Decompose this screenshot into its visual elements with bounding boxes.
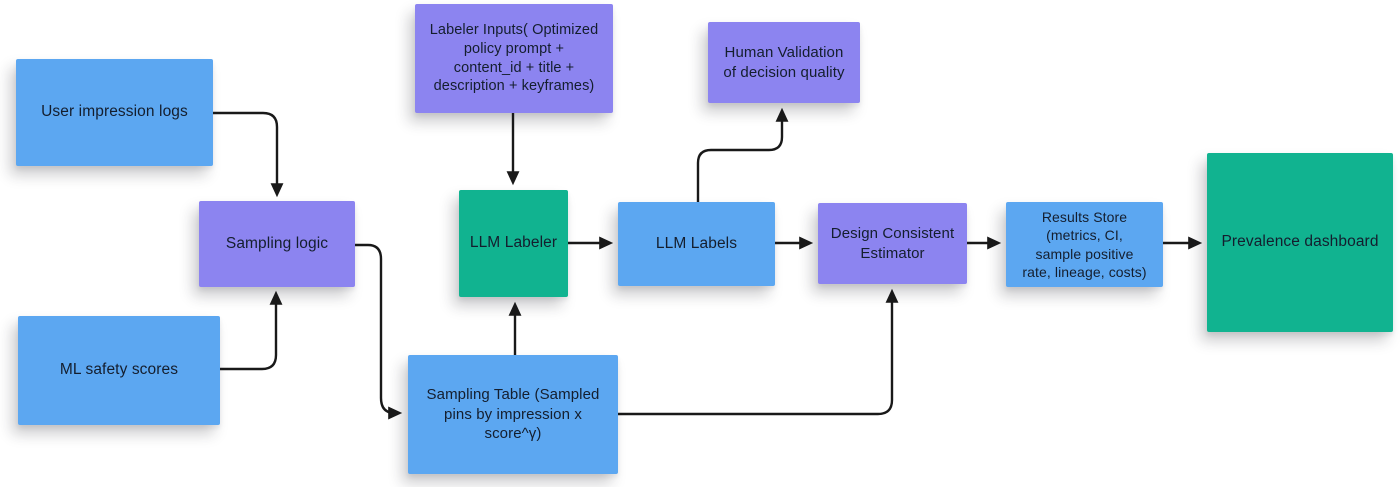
- edge-ml-safety-scores-to-sampling-logic: [218, 290, 283, 371]
- node-label: Labeler Inputs( Optimized policy prompt …: [429, 21, 599, 95]
- node-ml-safety-scores[interactable]: ML safety scores: [18, 316, 220, 425]
- node-label: LLM Labeler: [469, 234, 558, 252]
- node-design-consistent-estimator[interactable]: Design Consistent Estimator: [818, 203, 967, 284]
- node-label: LLM Labels: [655, 234, 738, 252]
- node-label: Prevalence dashboard: [1221, 233, 1379, 251]
- node-llm-labels[interactable]: LLM Labels: [618, 202, 775, 286]
- node-prevalence-dashboard[interactable]: Prevalence dashboard: [1207, 153, 1393, 332]
- edge-llm-labels-to-human-validation: [696, 107, 789, 204]
- node-label: User impression logs: [41, 103, 188, 121]
- node-labeler-inputs[interactable]: Labeler Inputs( Optimized policy prompt …: [415, 4, 613, 113]
- node-llm-labeler[interactable]: LLM Labeler: [459, 190, 568, 297]
- node-label: Sampling logic: [225, 234, 329, 252]
- node-label: Results Store (metrics, CI, sample posit…: [1022, 209, 1147, 280]
- node-label: ML safety scores: [59, 361, 179, 379]
- edge-sampling-logic-to-sampling-table: [353, 243, 403, 420]
- node-label: Sampling Table (Sampled pins by impressi…: [426, 386, 600, 443]
- edge-sampling-table-to-design-consistent-estimator: [616, 288, 899, 416]
- node-results-store[interactable]: Results Store (metrics, CI, sample posit…: [1006, 202, 1163, 287]
- node-label: Human Validation of decision quality: [723, 44, 845, 81]
- node-sampling-logic[interactable]: Sampling logic: [199, 201, 355, 287]
- node-human-validation[interactable]: Human Validation of decision quality: [708, 22, 860, 103]
- node-label: Design Consistent Estimator: [830, 225, 955, 262]
- node-sampling-table[interactable]: Sampling Table (Sampled pins by impressi…: [408, 355, 618, 474]
- edge-user-impression-logs-to-sampling-logic: [211, 111, 284, 198]
- node-user-impression-logs[interactable]: User impression logs: [16, 59, 213, 166]
